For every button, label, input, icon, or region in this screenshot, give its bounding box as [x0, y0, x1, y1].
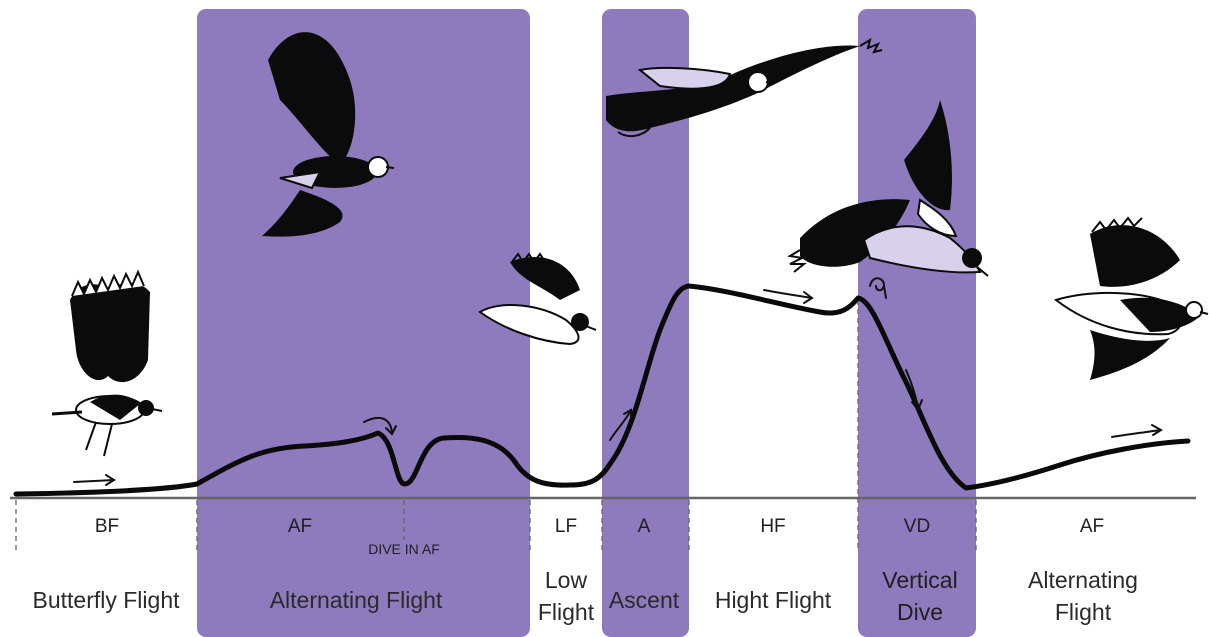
lapwing-alternating-flight-2-icon [1056, 218, 1208, 380]
label-vertical-dive: Vertical Dive [882, 564, 957, 628]
label-low-flight: Low Flight [538, 564, 594, 628]
label-abbr-hf: HF [760, 516, 785, 538]
label-dive-in-af: DIVE IN AF [368, 541, 440, 557]
label-abbr-a: A [638, 516, 651, 538]
lapwing-alternating-flight-icon [262, 32, 394, 237]
lapwing-ascent-icon [606, 40, 882, 136]
label-alternating-flight: Alternating Flight [270, 584, 443, 616]
phase-separators [16, 300, 976, 552]
label-alternating-flight-2: Alternating Flight [1028, 564, 1138, 628]
flight-trajectory [16, 286, 1188, 494]
label-abbr-af-2: AF [1080, 516, 1104, 538]
lapwing-butterfly-flight-icon [52, 272, 162, 456]
label-abbr-bf: BF [95, 516, 119, 538]
label-hight-flight: Hight Flight [715, 584, 831, 616]
lapwing-vertical-dive-icon [790, 100, 988, 276]
label-abbr-af: AF [288, 516, 312, 538]
label-abbr-lf: LF [555, 516, 577, 538]
lapwing-low-flight-icon [480, 254, 596, 344]
label-abbr-vd: VD [904, 516, 930, 538]
label-ascent: Ascent [609, 584, 679, 616]
label-butterfly-flight: Butterfly Flight [33, 584, 180, 616]
